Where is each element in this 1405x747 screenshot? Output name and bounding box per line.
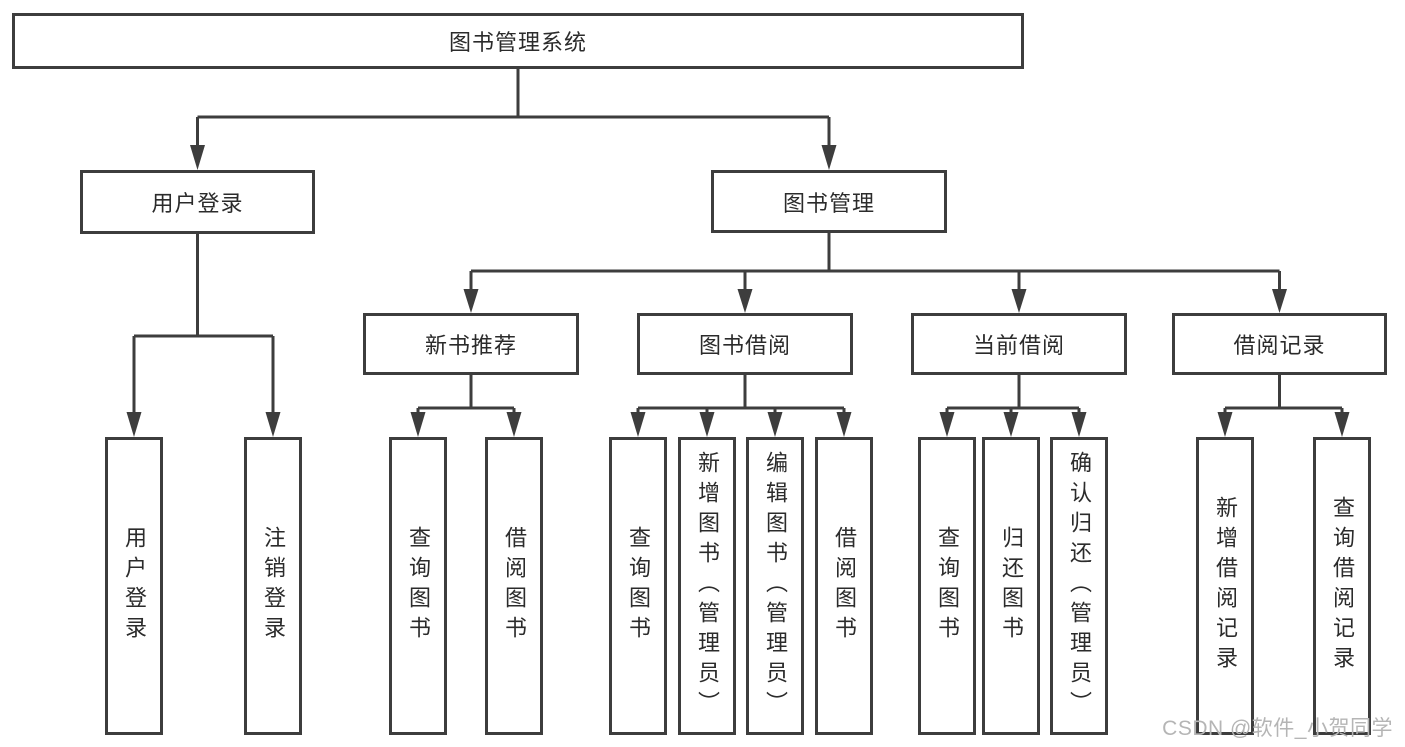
arrowhead [410, 412, 426, 437]
leaf-user-login: 用户登录 [105, 437, 163, 735]
arrowhead [821, 145, 837, 170]
leaf-borrow-books: 借阅图书 [815, 437, 873, 735]
arrowhead [190, 145, 205, 170]
leaf-query-borrow-record: 查询借阅记录 [1313, 437, 1371, 735]
leaf-borrow-books: 借阅图书 [485, 437, 543, 735]
node-label: 图书借阅 [698, 333, 791, 358]
csdn-watermark: CSDN @软件_小贺同学 [1162, 717, 1393, 740]
connector-root [196, 69, 831, 146]
arrowhead [1217, 412, 1233, 437]
leaf-label: 新增图书（管理员） [695, 451, 720, 721]
arrowhead [1011, 289, 1027, 313]
connector-user-login [132, 234, 275, 413]
connector-borrow-records [1223, 375, 1344, 413]
leaf-label: 查询图书 [406, 526, 431, 646]
arrowhead [767, 412, 783, 437]
leaf-logout: 注销登录 [244, 437, 302, 735]
node-label: 新书推荐 [424, 333, 517, 358]
connector-book-management [469, 233, 1281, 290]
leaf-label: 确认归还（管理员） [1067, 451, 1092, 721]
arrowhead [126, 412, 142, 437]
node-label: 借阅记录 [1233, 333, 1326, 358]
arrowhead [939, 412, 955, 437]
node-new-book-recommend: 新书推荐 [363, 313, 579, 375]
node-label: 用户登录 [151, 191, 244, 216]
arrowhead [1334, 412, 1350, 437]
leaf-add-borrow-record: 新增借阅记录 [1196, 437, 1254, 735]
leaf-query-books: 查询图书 [389, 437, 447, 735]
node-library-system: 图书管理系统 [12, 13, 1024, 69]
connector-current-borrow [945, 375, 1081, 413]
leaf-label: 注销登录 [261, 526, 286, 646]
arrowhead [265, 412, 281, 437]
node-user-login: 用户登录 [80, 170, 315, 234]
arrowhead [699, 412, 715, 437]
leaf-query-books: 查询图书 [609, 437, 667, 735]
arrowhead [836, 412, 852, 437]
leaf-confirm-return-admin: 确认归还（管理员） [1050, 437, 1108, 735]
leaf-label: 查询图书 [626, 526, 651, 646]
connector-new-book [416, 375, 516, 413]
node-label: 图书管理系统 [448, 30, 587, 55]
arrowhead [1272, 289, 1287, 313]
arrowhead [506, 412, 522, 437]
node-current-borrow: 当前借阅 [911, 313, 1127, 375]
node-book-management: 图书管理 [711, 170, 947, 233]
node-label: 图书管理 [782, 190, 875, 216]
leaf-add-books-admin: 新增图书（管理员） [678, 437, 736, 735]
arrowhead [1003, 412, 1019, 437]
leaf-label: 归还图书 [999, 526, 1024, 646]
leaf-label: 用户登录 [122, 526, 147, 646]
node-borrow-records: 借阅记录 [1172, 313, 1387, 375]
connector-book-borrow [636, 375, 846, 413]
leaf-label: 编辑图书（管理员） [763, 451, 788, 721]
leaf-label: 查询图书 [935, 526, 960, 646]
leaf-label: 新增借阅记录 [1213, 496, 1238, 676]
leaf-return-books: 归还图书 [982, 437, 1040, 735]
arrowhead [463, 289, 479, 313]
leaf-query-books: 查询图书 [918, 437, 976, 735]
leaf-label: 查询借阅记录 [1330, 496, 1355, 676]
leaf-label: 借阅图书 [832, 526, 857, 646]
arrowhead [737, 289, 753, 313]
leaf-label: 借阅图书 [502, 526, 527, 646]
node-book-borrow: 图书借阅 [637, 313, 853, 375]
arrowhead [1071, 412, 1087, 437]
node-label: 当前借阅 [972, 333, 1065, 358]
arrowhead [630, 412, 646, 437]
leaf-edit-books-admin: 编辑图书（管理员） [746, 437, 804, 735]
